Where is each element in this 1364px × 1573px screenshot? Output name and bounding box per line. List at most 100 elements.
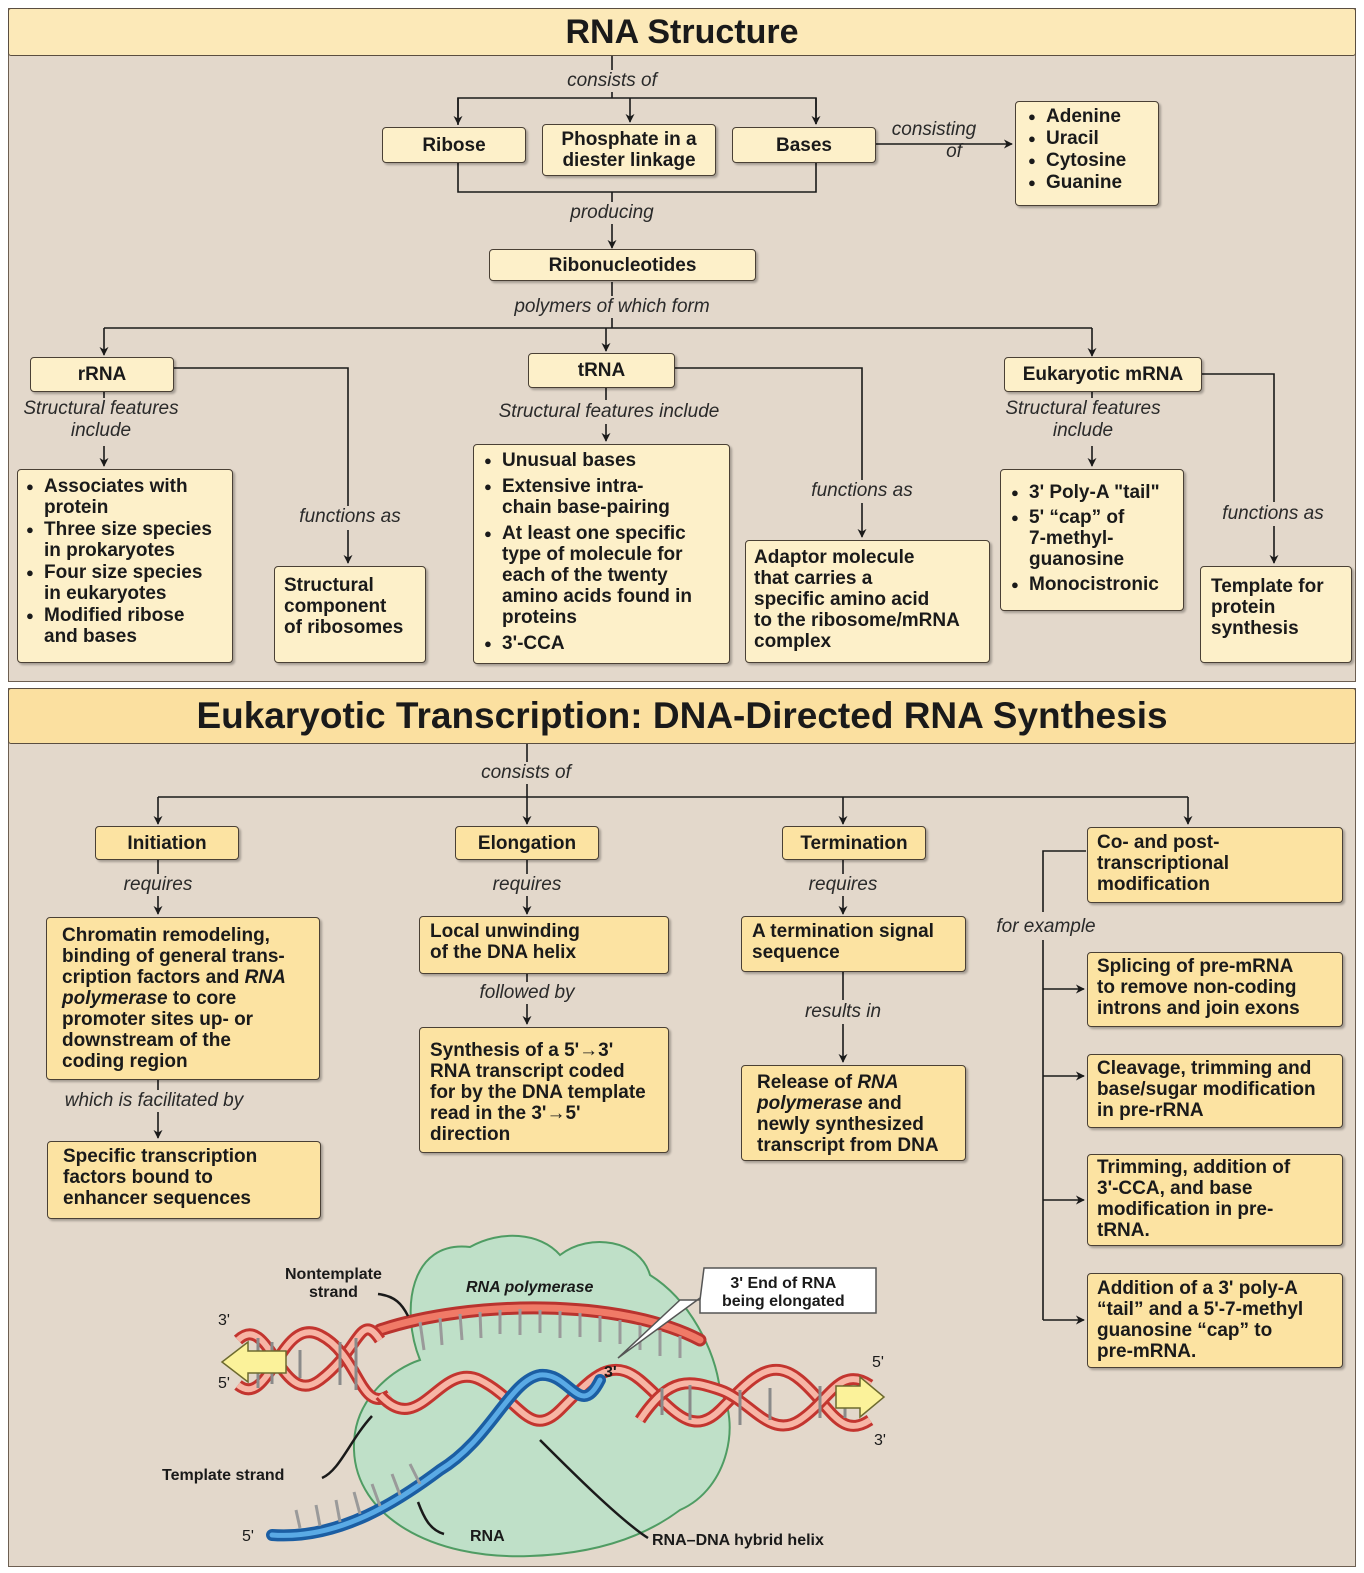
elongation-requirement-box: Local unwinding of the DNA helix <box>419 916 669 974</box>
modification-title-line: transcriptional <box>1097 853 1229 874</box>
end-label-left-top: 3' <box>218 1312 230 1329</box>
initiation-req-line: polymerase to core <box>62 988 237 1009</box>
example-line: Addition of a 3' poly-A <box>1097 1278 1298 1299</box>
unpaired-bases <box>418 1309 682 1358</box>
example-line: tRNA. <box>1097 1220 1150 1241</box>
end-label-left-bottom: 5' <box>218 1375 230 1392</box>
trna-features-label: Structural features include <box>498 401 720 422</box>
mrna-features-list: 3' Poly-A "tail" 5' “cap” of7-methyl-gua… <box>1007 482 1177 595</box>
mrna-features-label: Structural features include <box>988 398 1178 442</box>
for-example-label: for example <box>996 916 1096 937</box>
trna-box: tRNA <box>528 353 675 388</box>
rrna-function-line: Structural <box>284 575 374 596</box>
termination-requirement-box: A termination signal sequence <box>741 916 966 972</box>
modification-title-line: Co- and post- <box>1097 832 1220 853</box>
example-line: pre-mRNA. <box>1097 1341 1197 1362</box>
example-line: 3'-CCA, and base <box>1097 1178 1253 1199</box>
example-line: “tail” and a 5'-7-methyl <box>1097 1299 1304 1320</box>
hybrid-helix-label: RNA–DNA hybrid helix <box>652 1532 824 1549</box>
example-line: base/sugar modification <box>1097 1079 1316 1100</box>
example-mrna-box: Addition of a 3' poly-A “tail” and a 5'-… <box>1087 1273 1343 1368</box>
modification-box: Co- and post- transcriptional modificati… <box>1087 827 1343 903</box>
phosphate-line: Phosphate in a <box>561 129 697 150</box>
termination-requires-label: requires <box>808 874 878 895</box>
synthesis-line: RNA transcript coded <box>430 1061 625 1082</box>
rrna-features-line: Structural features <box>23 398 179 419</box>
consisting-of-line: consisting <box>891 119 977 140</box>
rrna-features-line: include <box>70 420 132 441</box>
termination-box: Termination <box>782 826 926 860</box>
rrna-title: rRNA <box>77 364 127 385</box>
initiation-requirement-box: Chromatin remodeling, binding of general… <box>46 917 320 1080</box>
rna-structure-connectors <box>99 56 1279 564</box>
example-trna-box: Trimming, addition of 3'-CCA, and base m… <box>1087 1154 1343 1246</box>
example-line: modification in pre- <box>1097 1199 1274 1220</box>
rrna-function-line: component <box>284 596 387 617</box>
release-line: polymerase and <box>757 1093 902 1114</box>
phosphate-line: diester linkage <box>562 150 696 171</box>
facilitated-line: factors bound to <box>63 1167 213 1188</box>
synthesis-line: direction <box>430 1124 511 1145</box>
callout-label: 3' End of RNA being elongated <box>722 1275 845 1310</box>
rrna-functions-label: functions as <box>299 506 401 527</box>
end-label-right-bottom: 3' <box>874 1432 886 1449</box>
mrna-feature: 3' Poly-A "tail" <box>1007 482 1177 503</box>
left-unwinding-arrow <box>220 1340 287 1384</box>
consisting-of-label: consisting of <box>882 119 986 163</box>
bases-text: Bases <box>776 134 832 156</box>
initiation-title: Initiation <box>127 832 207 854</box>
facilitated-box: Specific transcription factors bound to … <box>47 1141 321 1219</box>
termination-title: Termination <box>800 832 908 854</box>
termination-req-line: A termination signal <box>752 921 934 942</box>
bases-box: Bases <box>732 127 876 163</box>
ribose-text: Ribose <box>422 134 486 156</box>
example-line: Trimming, addition of <box>1097 1157 1291 1178</box>
end-label-right-top: 5' <box>872 1354 884 1371</box>
elongation-req-line: Local unwinding <box>430 921 580 942</box>
facilitated-line: enhancer sequences <box>63 1188 251 1209</box>
elongation-requires-label: requires <box>492 874 562 895</box>
mrna-function-line: synthesis <box>1211 618 1299 639</box>
release-line: transcript from DNA <box>757 1135 939 1156</box>
release-line: newly synthesized <box>757 1114 924 1135</box>
ribonucleotides-text: Ribonucleotides <box>548 254 697 276</box>
base-item: Uracil <box>1024 128 1150 149</box>
termination-req-line: sequence <box>752 942 840 963</box>
right-unwinding-arrow <box>835 1375 886 1419</box>
ribonucleotides-box: Ribonucleotides <box>489 249 756 281</box>
rna-strand <box>266 1368 606 1542</box>
ribose-box: Ribose <box>382 127 526 163</box>
rna-tail-label: 5' <box>242 1528 254 1545</box>
release-line: Release of RNA <box>757 1072 899 1093</box>
base-item: Adenine <box>1024 106 1150 127</box>
initiation-req-line: coding region <box>62 1051 188 1072</box>
producing-label: producing <box>570 202 654 223</box>
trna-features-box: Unusual bases Extensive intra-chain base… <box>473 444 730 664</box>
modification-title-line: modification <box>1097 874 1210 895</box>
base-item: Guanine <box>1024 172 1150 193</box>
trna-function-line: to the ribosome/mRNA <box>754 610 960 631</box>
rna-structure-title: RNA Structure <box>8 8 1356 56</box>
trna-function-box: Adaptor molecule that carries a specific… <box>745 540 990 663</box>
initiation-req-line: binding of general trans- <box>62 946 285 967</box>
trna-function-line: specific amino acid <box>754 589 930 610</box>
example-line: in pre-rRNA <box>1097 1100 1204 1121</box>
trna-function-line: that carries a <box>754 568 873 589</box>
trna-features-list: Unusual bases Extensive intra-chain base… <box>480 450 723 654</box>
polymers-form-label: polymers of which form <box>514 296 710 317</box>
elongation-title: Elongation <box>477 832 577 854</box>
mrna-box: Eukaryotic mRNA <box>1004 357 1202 392</box>
rna-tip-label: 3' <box>604 1364 617 1381</box>
synthesis-line: for by the DNA template <box>430 1082 646 1103</box>
trna-title: tRNA <box>577 360 626 381</box>
consisting-of-line: of <box>946 141 962 162</box>
elongation-box: Elongation <box>455 826 599 860</box>
consists-of-label: consists of <box>567 70 657 91</box>
nontemplate-label: Nontemplate strand <box>285 1266 382 1301</box>
followed-by-label: followed by <box>479 982 575 1003</box>
